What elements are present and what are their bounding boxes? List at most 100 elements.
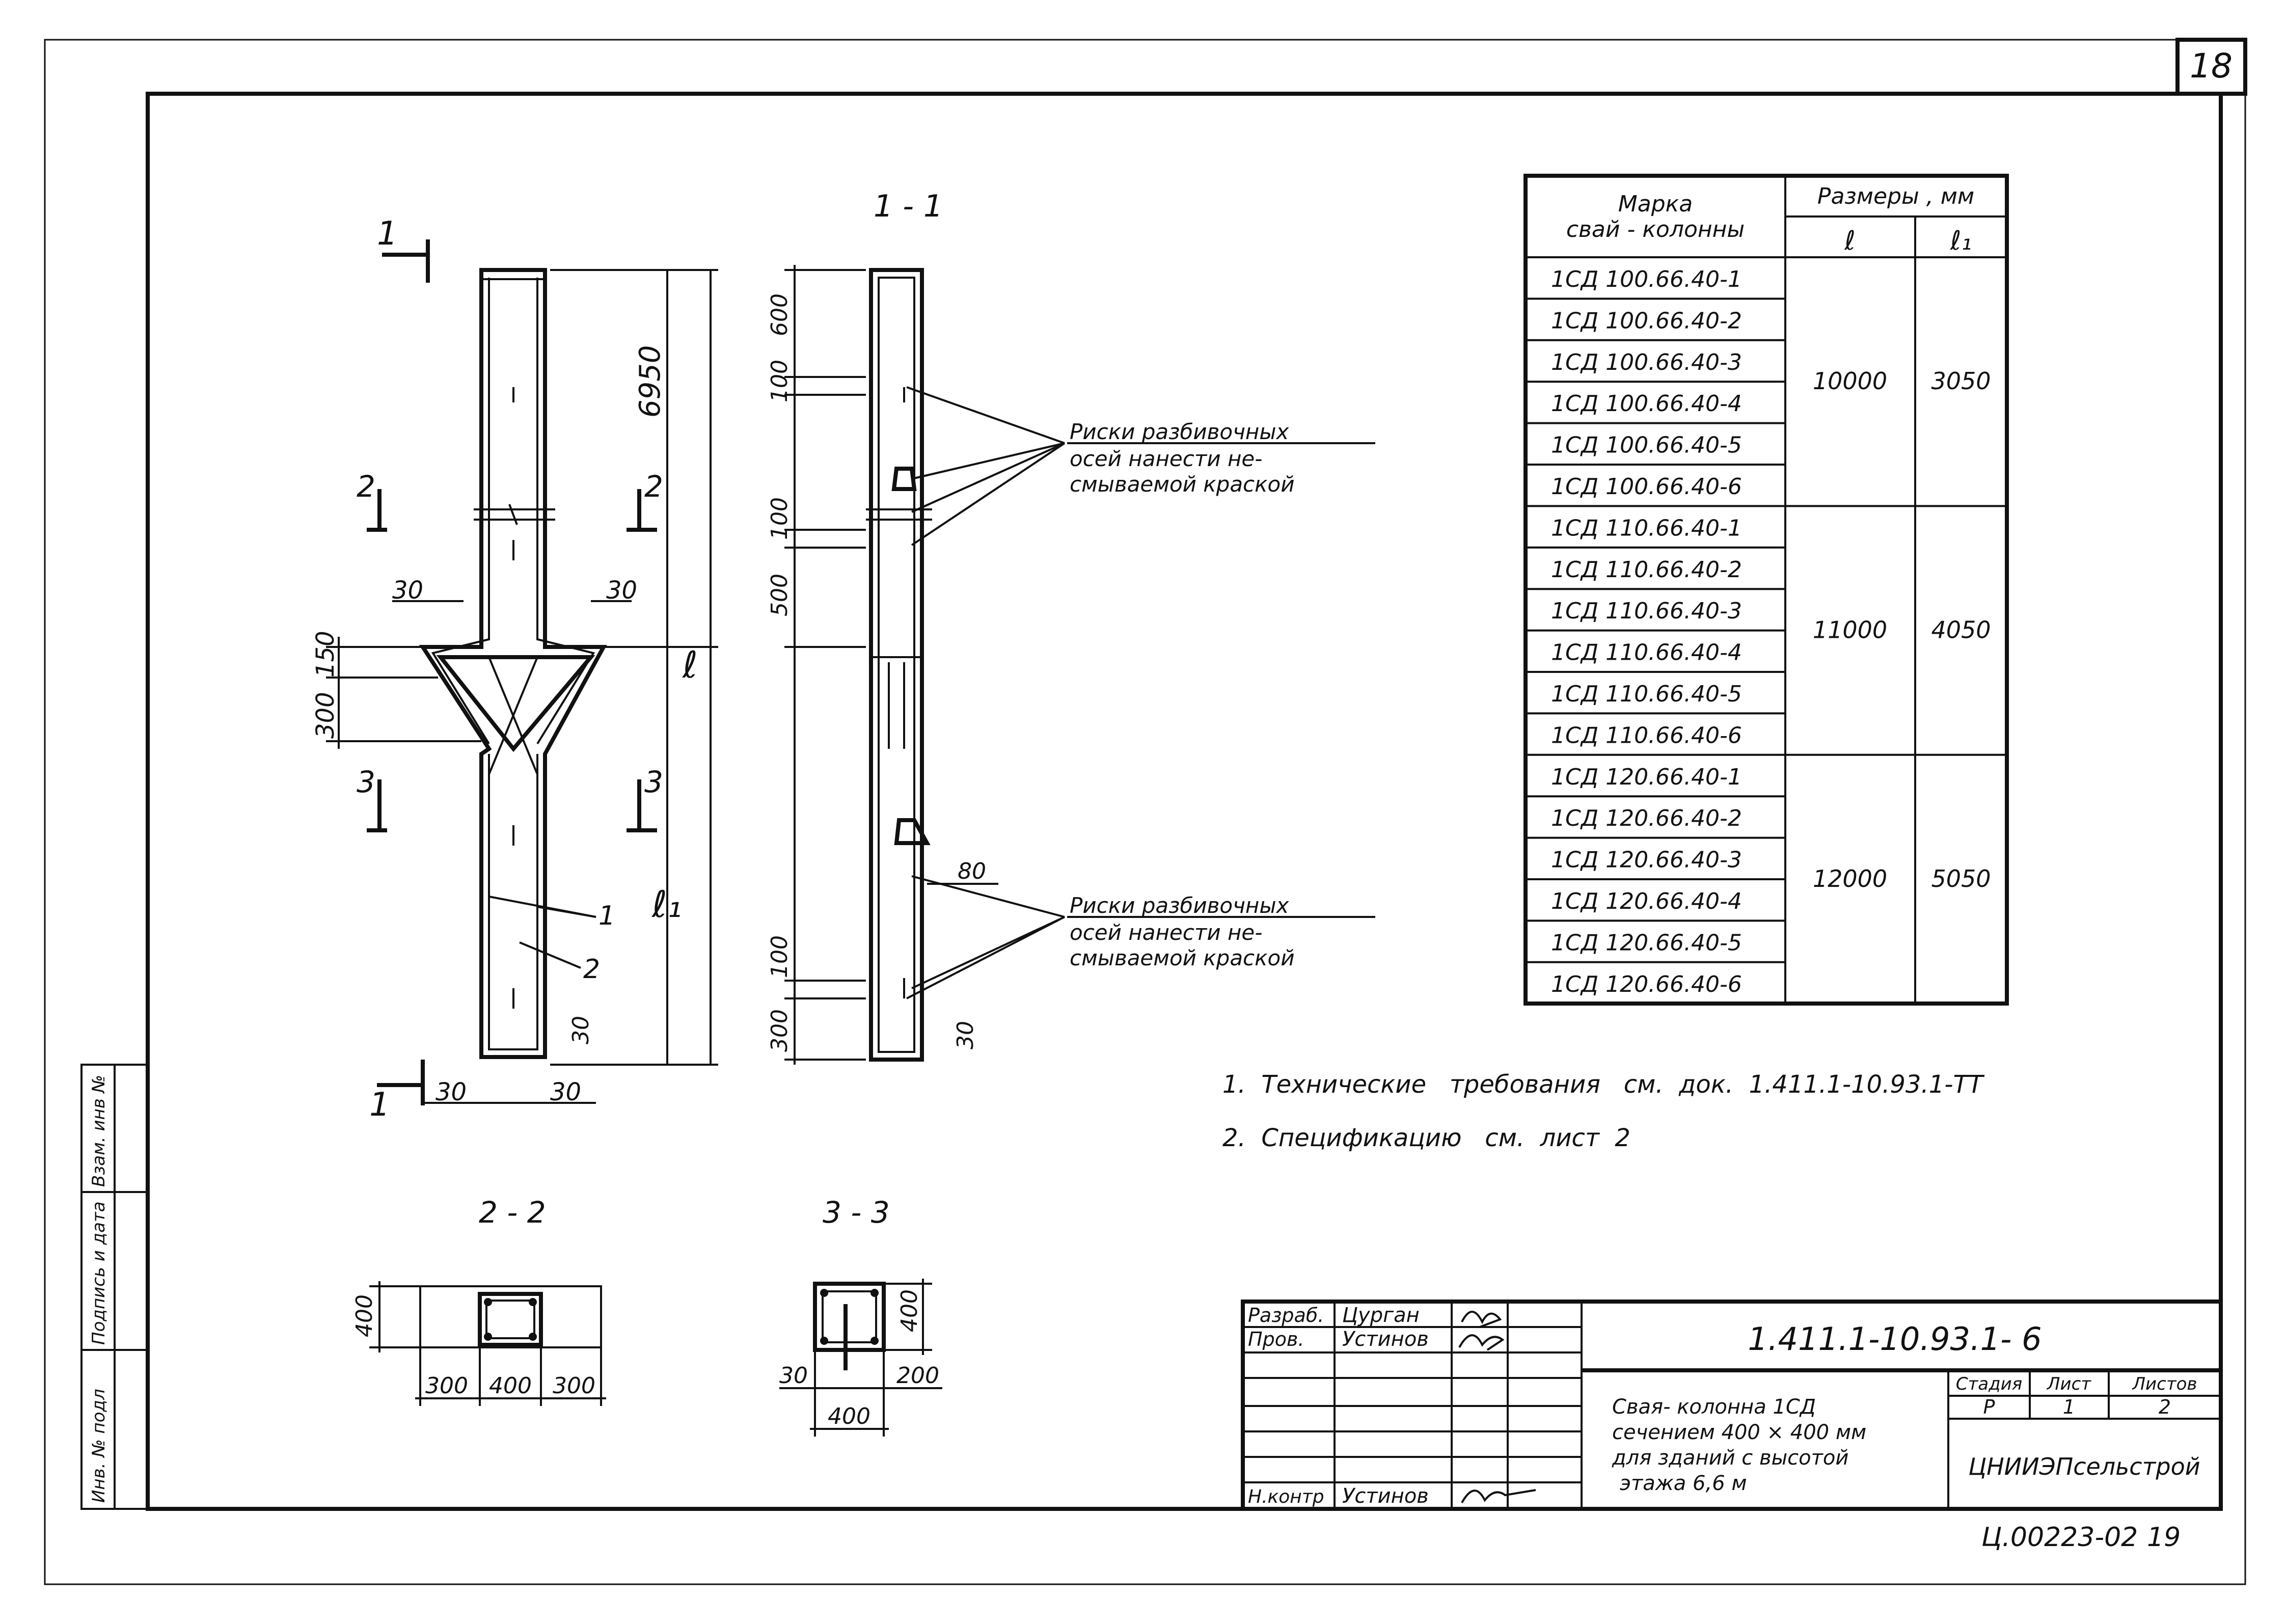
table-group-l: 11000 [1813, 616, 1887, 644]
section-2-2: 2 - 2 400 300 400 300 [351, 1195, 606, 1406]
mark-note-bottom-l1: Риски разбивочных [1070, 893, 1290, 918]
title-line-2: сечением 400 × 400 мм [1612, 1421, 1866, 1444]
cut-1-top: 1 [377, 215, 398, 253]
table-row-mark: 1СД 120.66.40-4 [1551, 888, 1742, 914]
dim-22-300-right: 300 [553, 1373, 595, 1399]
dim-30-bottom-right: 30 [550, 1078, 581, 1106]
sheets-label: Листов [2131, 1374, 2197, 1394]
dim-22-300-left: 300 [425, 1373, 468, 1399]
stamp-role-3: Н.контр [1248, 1486, 1324, 1507]
table-row-mark: 1СД 120.66.40-5 [1551, 930, 1742, 956]
outer-border [44, 39, 2246, 1585]
callout-1: 1 [598, 901, 615, 931]
dim-33-400-bottom: 400 [828, 1403, 870, 1429]
stamp-name-2: Устинов [1342, 1328, 1429, 1351]
stamp-role-1: Разраб. [1248, 1304, 1324, 1327]
dim-l: ℓ [682, 643, 698, 686]
title-line-1: Свая- колонна 1СД [1612, 1395, 1816, 1419]
section-3-3: 3 - 3 400 30 200 400 [779, 1195, 942, 1437]
table-row-mark: 1СД 100.66.40-1 [1551, 266, 1742, 292]
dim-30-right: 30 [606, 576, 637, 605]
title-line-4: этажа 6,6 м [1620, 1472, 1747, 1495]
main-view: 1 1 2 2 3 3 6950 ℓ ℓ₁ 150 300 30 30 [311, 215, 718, 1124]
dim-100-a: 100 [767, 360, 793, 402]
footer-page: 19 [2147, 1522, 2181, 1553]
dim-33-200: 200 [896, 1363, 939, 1389]
signature-1 [1461, 1311, 1502, 1328]
general-note-2: 2. Спецификацию см. лист 2 [1222, 1124, 1630, 1152]
callout-2: 2 [583, 954, 600, 985]
sheet-number: 18 [2190, 46, 2233, 86]
table-row-mark: 1СД 100.66.40-6 [1551, 474, 1742, 500]
table-group-l: 12000 [1813, 865, 1887, 892]
signature-2 [1458, 1334, 1505, 1351]
dim-80: 80 [958, 858, 986, 884]
table-row-mark: 1СД 110.66.40-4 [1551, 640, 1742, 666]
footer-code: Ц.00223-02 [1981, 1522, 2138, 1553]
dim-100-c: 100 [767, 935, 793, 978]
dim-500: 500 [767, 574, 793, 616]
section-1-1: 1 - 1 600 100 100 500 100 300 80 30 [767, 188, 1066, 1065]
signature-3 [1461, 1489, 1536, 1503]
stamp-name-3: Устинов [1342, 1484, 1429, 1508]
hdr-l1: ℓ₁ [1950, 226, 1972, 256]
dim-300-s: 300 [767, 1009, 793, 1052]
doc-code: 1.411.1-10.93.1- 6 [1748, 1320, 2042, 1358]
dim-33-400-right: 400 [896, 1289, 922, 1332]
hdr-mark-2: свай - колонны [1566, 216, 1745, 242]
sheets-value: 2 [2159, 1396, 2171, 1418]
table-row-mark: 1СД 120.66.40-2 [1551, 805, 1742, 831]
hdr-l: ℓ [1844, 226, 1855, 256]
side-stamp-inv: Инв. № подл [89, 1389, 109, 1503]
table-row-mark: 1СД 100.66.40-5 [1551, 432, 1742, 458]
table-group-l1: 4050 [1931, 616, 1991, 644]
mark-note-top: Риски разбивочных осей нанести не- смыва… [1067, 419, 1375, 497]
dim-22-400: 400 [351, 1294, 377, 1337]
mark-note-bottom: Риски разбивочных осей нанести не- смыва… [1067, 893, 1375, 970]
cut-2-right: 2 [644, 469, 663, 504]
section-1-1-title: 1 - 1 [874, 188, 943, 224]
cut-1-bottom: 1 [369, 1086, 390, 1124]
table-row-mark: 1СД 110.66.40-3 [1551, 598, 1742, 624]
stage-label: Стадия [1956, 1374, 2022, 1394]
table-row-mark: 1СД 100.66.40-4 [1551, 391, 1742, 417]
title-line-3: для зданий с высотой [1612, 1446, 1848, 1470]
dim-300: 300 [311, 692, 340, 739]
hdr-mark-1: Марка [1618, 191, 1693, 217]
cut-2-left: 2 [357, 469, 375, 504]
dim-30-left: 30 [392, 576, 423, 605]
side-stamp-sign: Подпись и дата [89, 1201, 109, 1345]
side-stamp-replace: Взам. инв № [89, 1075, 109, 1187]
dim-30-bottom-left: 30 [436, 1078, 467, 1106]
sheet-number-box [2175, 38, 2247, 96]
dim-30-bottom: 30 [568, 1016, 594, 1044]
table-row-mark: 1СД 100.66.40-3 [1551, 349, 1742, 375]
inner-frame [146, 92, 2223, 1511]
sheet-value: 1 [2063, 1396, 2075, 1418]
mark-note-top-l1: Риски разбивочных [1070, 419, 1290, 444]
title-block: Разраб. Цурган Пров. Устинов Н.контр Уст… [1241, 1300, 2223, 1511]
table-row-mark: 1СД 110.66.40-5 [1551, 681, 1742, 707]
hdr-sizes: Размеры , мм [1817, 183, 1974, 209]
stamp-name-1: Цурган [1342, 1304, 1420, 1327]
table-group-l1: 5050 [1931, 865, 1991, 892]
table-row-mark: 1СД 120.66.40-1 [1551, 764, 1742, 790]
dim-22-400-mid: 400 [489, 1373, 532, 1399]
table-row-mark: 1СД 120.66.40-6 [1551, 971, 1742, 997]
sheet-label: Лист [2046, 1374, 2091, 1394]
mark-note-bottom-l3: смываемой краской [1070, 945, 1295, 970]
cut-3-right: 3 [644, 765, 663, 799]
stage-value: Р [1983, 1396, 1995, 1418]
section-2-2-title: 2 - 2 [479, 1195, 546, 1230]
marks-table: Марка свай - колонны Размеры , мм ℓ ℓ₁ 1… [1523, 174, 2009, 1006]
mark-note-bottom-l2: осей нанести не- [1070, 920, 1262, 945]
dim-150: 150 [311, 631, 340, 678]
dim-l1: ℓ₁ [651, 883, 682, 926]
table-row-mark: 1СД 110.66.40-6 [1551, 722, 1742, 748]
table-row-mark: 1СД 110.66.40-1 [1551, 515, 1742, 541]
dim-33-30: 30 [779, 1363, 808, 1389]
table-group-l: 10000 [1813, 367, 1887, 395]
mark-note-top-l2: осей нанести не- [1070, 446, 1262, 471]
dim-6950: 6950 [634, 345, 667, 418]
table-row-mark: 1СД 120.66.40-3 [1551, 847, 1742, 873]
